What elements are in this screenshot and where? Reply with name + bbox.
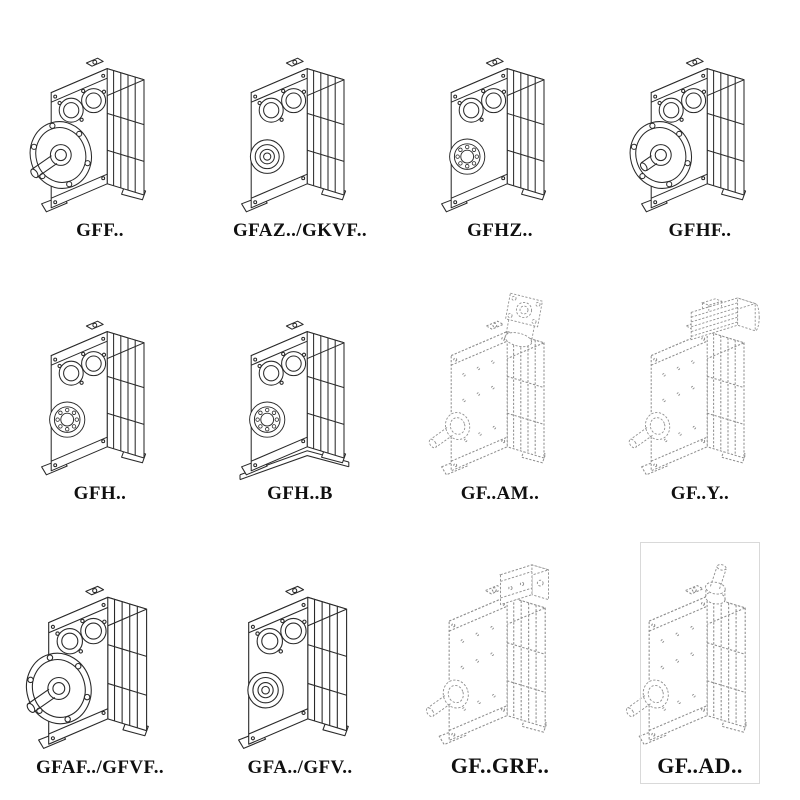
gearbox-drawing-base-plate-icon	[239, 320, 350, 481]
gearbox-drawing-hollow-shaft-bearing-icon	[441, 57, 547, 213]
gearbox-drawing-output-flange-icon	[19, 585, 149, 749]
catalog-cell-gf-am: GF..AM..	[427, 279, 560, 510]
catalog-cell-gfa-gfv: GFA../GFV..	[237, 542, 360, 784]
gearbox-drawing-mounted-motor-icon	[627, 297, 760, 476]
gearbox-drawing-hollow-shaft-icon	[241, 57, 347, 213]
model-label: GF..AM..	[460, 483, 540, 504]
catalog-cell-gfh: GFH..	[40, 279, 160, 510]
model-label: GFAZ../GKVF..	[233, 220, 367, 241]
gearbox-drawing-foot-mount-icon	[237, 585, 349, 749]
model-label: GFA../GFV..	[247, 757, 353, 778]
model-label: GFAF../GFVF..	[36, 757, 165, 778]
gearbox-drawing-motor-adapter-flange-icon	[427, 292, 547, 476]
model-label: GFF..	[76, 220, 124, 241]
catalog-cell-gfhf: GFHF..	[624, 16, 760, 247]
catalog-cell-gff: GFF..	[24, 16, 160, 247]
catalog-cell-gfaf-gfvf: GFAF../GFVF..	[19, 542, 164, 784]
catalog-cell-gf-ad: GF..AD..	[624, 542, 760, 784]
model-label: GFH..B	[267, 483, 333, 504]
gearbox-drawing-adapter-block-icon	[424, 564, 550, 746]
catalog-cell-gfaz-gkvf: GFAZ../GKVF..	[233, 16, 367, 247]
catalog-cell-gfhz: GFHZ..	[440, 16, 560, 247]
model-label: GF..AD..	[657, 753, 743, 778]
gearbox-drawing-output-flange-icon	[24, 57, 147, 213]
gearbox-drawing-shrink-disc-icon	[41, 320, 147, 476]
gearbox-drawing-flange-stub-icon	[624, 57, 747, 213]
model-label: GF..Y..	[670, 483, 730, 504]
catalog-cell-gfh-b: GFH..B	[239, 279, 360, 510]
model-label: GFH..	[73, 483, 127, 504]
model-label: GF..GRF..	[450, 753, 550, 778]
catalog-cell-gf-grf: GF..GRF..	[424, 542, 560, 784]
model-label: GFHZ..	[467, 220, 533, 241]
catalog-cell-gf-y: GF..Y..	[627, 279, 760, 510]
model-label: GFHF..	[668, 220, 732, 241]
gearbox-drawing-input-shaft-adapter-icon	[624, 563, 748, 746]
